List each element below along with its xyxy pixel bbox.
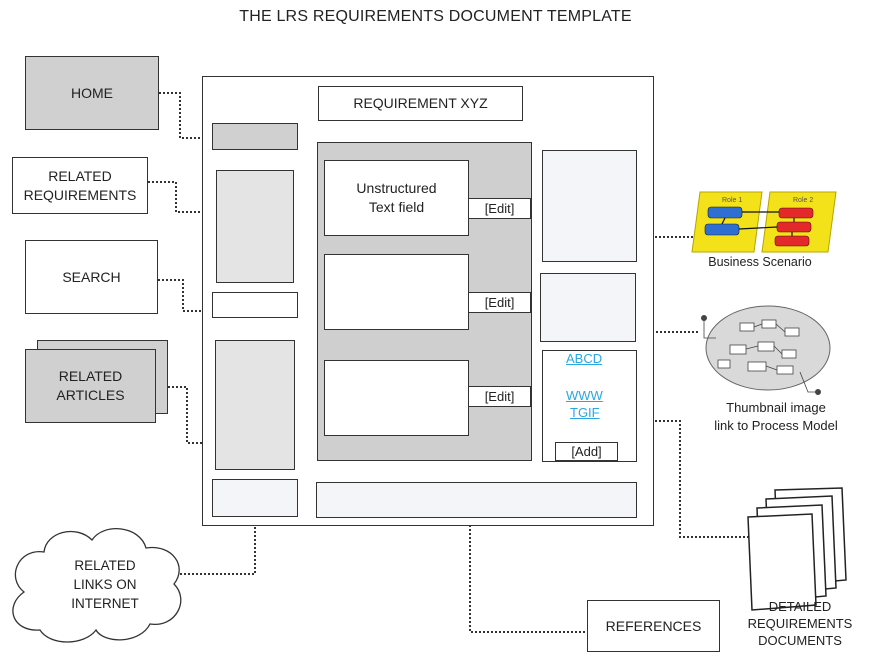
search-slot[interactable] bbox=[212, 292, 298, 318]
home-slot[interactable] bbox=[212, 123, 298, 150]
search-box[interactable]: SEARCH bbox=[25, 240, 158, 314]
edit-button-2[interactable]: [Edit] bbox=[468, 292, 531, 313]
edit-button-1[interactable]: [Edit] bbox=[468, 198, 531, 219]
business-scenario-slot[interactable] bbox=[542, 150, 637, 262]
connector-related-links bbox=[180, 497, 256, 575]
references-label: REFERENCES bbox=[605, 617, 702, 634]
connector-search bbox=[158, 279, 253, 312]
home-label: HOME bbox=[71, 84, 113, 101]
business-scenario-caption: Business Scenario bbox=[708, 255, 812, 269]
requirement-title-box: REQUIREMENT XYZ bbox=[318, 86, 523, 121]
edit-button-3[interactable]: [Edit] bbox=[468, 386, 531, 407]
add-button[interactable]: [Add] bbox=[555, 442, 618, 461]
text-field-1[interactable]: Unstructured Text field bbox=[324, 160, 469, 236]
detailed-documents-caption: DETAILED REQUIREMENTS DOCUMENTS bbox=[747, 599, 853, 648]
related-requirements-box[interactable]: RELATED REQUIREMENTS bbox=[12, 157, 148, 214]
diagram-title: THE LRS REQUIREMENTS DOCUMENT TEMPLATE bbox=[239, 8, 632, 25]
link-abcd[interactable]: ABCD bbox=[566, 351, 603, 366]
references-slot[interactable] bbox=[316, 482, 637, 518]
related-articles-box[interactable]: RELATED ARTICLES bbox=[25, 349, 156, 423]
search-label: SEARCH bbox=[62, 268, 121, 285]
related-requirements-label: RELATED REQUIREMENTS bbox=[23, 167, 137, 203]
link-tgif[interactable]: TGIF bbox=[570, 405, 600, 420]
home-box[interactable]: HOME bbox=[25, 56, 159, 130]
link-www[interactable]: WWW bbox=[566, 388, 603, 403]
text-field-3[interactable] bbox=[324, 360, 469, 436]
text-field-2[interactable] bbox=[324, 254, 469, 330]
related-requirements-slot[interactable] bbox=[216, 170, 294, 283]
references-box[interactable]: REFERENCES bbox=[587, 600, 720, 652]
requirement-title: REQUIREMENT XYZ bbox=[353, 95, 488, 111]
related-links-slot[interactable] bbox=[212, 479, 298, 517]
related-articles-label: RELATED ARTICLES bbox=[56, 368, 125, 403]
text-field-label: Unstructured Text field bbox=[356, 180, 437, 215]
related-links-label[interactable]: RELATED LINKS ON INTERNET bbox=[71, 557, 139, 611]
related-articles-slot[interactable] bbox=[215, 340, 295, 470]
process-model-slot[interactable] bbox=[540, 273, 636, 342]
connector-references bbox=[469, 517, 587, 633]
process-model-caption: Thumbnail image link to Process Model bbox=[714, 400, 838, 433]
